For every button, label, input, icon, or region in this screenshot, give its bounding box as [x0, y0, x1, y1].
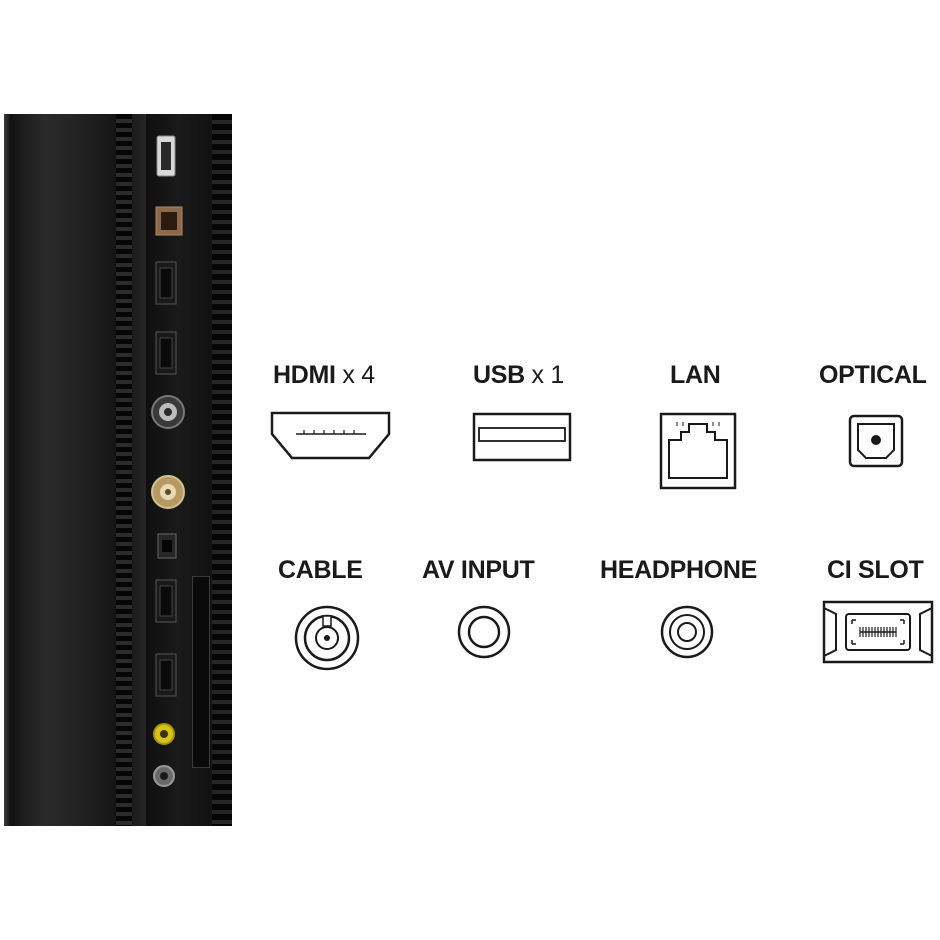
av-input-label: AV INPUT [422, 556, 535, 585]
tv-av-port [153, 723, 175, 745]
headphone-label: HEADPHONE [600, 556, 757, 585]
usb-label-qty: x 1 [531, 361, 565, 389]
lan-label-name: LAN [670, 361, 721, 389]
tv-hdmi-port-1 [155, 261, 177, 305]
tv-satellite-port [151, 475, 185, 509]
tv-panel-rail [132, 114, 146, 826]
tv-rear-panel-photo [4, 114, 232, 826]
usb-label-name: USB [473, 361, 525, 389]
coax-port-icon [294, 605, 360, 671]
optical-label-name: OPTICAL [819, 361, 927, 389]
ci-card-icon [822, 600, 934, 664]
tv-antenna-port [151, 395, 185, 429]
tv-vent-grille-right [212, 114, 232, 826]
tv-panel-edge [4, 114, 10, 826]
tv-optical-port [157, 533, 177, 559]
tv-hdmi-port-3 [155, 579, 177, 623]
optical-label: OPTICAL [819, 361, 927, 390]
lan-label: LAN [670, 361, 721, 390]
tv-hdmi-port-4 [155, 653, 177, 697]
tv-ports-graphic [151, 135, 185, 787]
hdmi-label-qty: x 4 [342, 361, 375, 389]
hdmi-label: HDMI x 4 [273, 361, 375, 390]
tv-hdmi-port-2 [155, 331, 177, 375]
ci-slot-label: CI SLOT [827, 556, 924, 585]
usb-port-icon [472, 412, 572, 462]
ci-slot-label-name: CI SLOT [827, 556, 924, 584]
headphone-label-name: HEADPHONE [600, 556, 758, 584]
hdmi-port-icon [270, 411, 391, 460]
headphone-jack-icon [660, 605, 714, 659]
tv-headphone-port [153, 765, 175, 787]
hdmi-label-name: HDMI [273, 361, 336, 389]
tv-lan-port [155, 206, 183, 236]
cable-label-name: CABLE [278, 556, 363, 584]
tv-usb-port [156, 135, 176, 177]
av-input-label-name: AV INPUT [422, 556, 535, 584]
ethernet-port-icon [659, 412, 737, 490]
tv-vent-grille-left [116, 114, 132, 826]
tv-ci-slot-opening [192, 576, 210, 768]
usb-label: USB x 1 [473, 361, 564, 390]
cable-label: CABLE [278, 556, 363, 585]
optical-port-icon [848, 414, 904, 468]
av-jack-icon [457, 605, 511, 659]
